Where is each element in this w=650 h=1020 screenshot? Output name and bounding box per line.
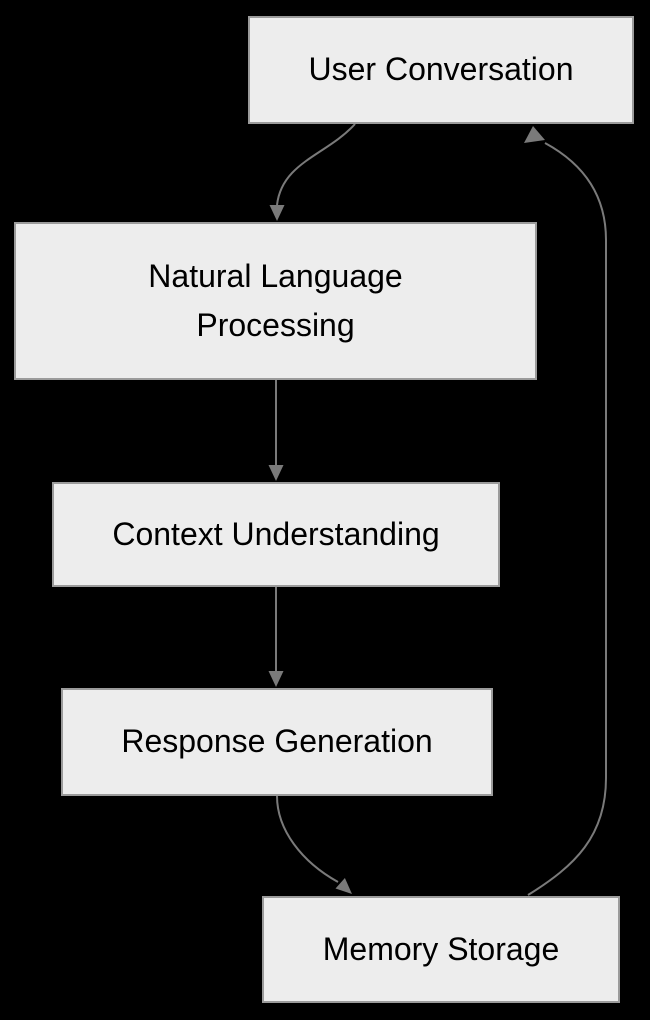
node-memory-storage-label: Memory Storage: [322, 930, 560, 967]
arrowhead-nlp-to-context-understanding-icon: [268, 465, 284, 481]
node-user-conversation-label: User Conversation: [308, 51, 574, 88]
node-natural-language-processing: Natural Language Processing: [14, 222, 537, 380]
arrowhead-user-conversation-to-nlp-icon: [269, 205, 285, 221]
edge-memory-storage-to-user-conversation: [527, 142, 607, 896]
node-nlp-label-line1: Natural Language: [148, 258, 403, 294]
arrowhead-context-understanding-to-response-generation-icon: [268, 671, 284, 687]
arrowhead-response-generation-to-memory-storage-icon: [335, 878, 352, 894]
node-user-conversation: User Conversation: [248, 16, 634, 124]
edge-response-generation-to-memory-storage: [276, 795, 339, 883]
node-response-generation-label: Response Generation: [121, 723, 433, 760]
node-memory-storage: Memory Storage: [262, 896, 620, 1003]
arrowhead-memory-storage-to-user-conversation-icon: [524, 126, 545, 143]
node-context-understanding-label: Context Understanding: [112, 515, 440, 552]
node-nlp-label-line2: Processing: [196, 307, 355, 343]
node-context-understanding: Context Understanding: [52, 482, 500, 587]
node-response-generation: Response Generation: [61, 688, 493, 796]
edge-user-conversation-to-nlp: [276, 123, 356, 206]
